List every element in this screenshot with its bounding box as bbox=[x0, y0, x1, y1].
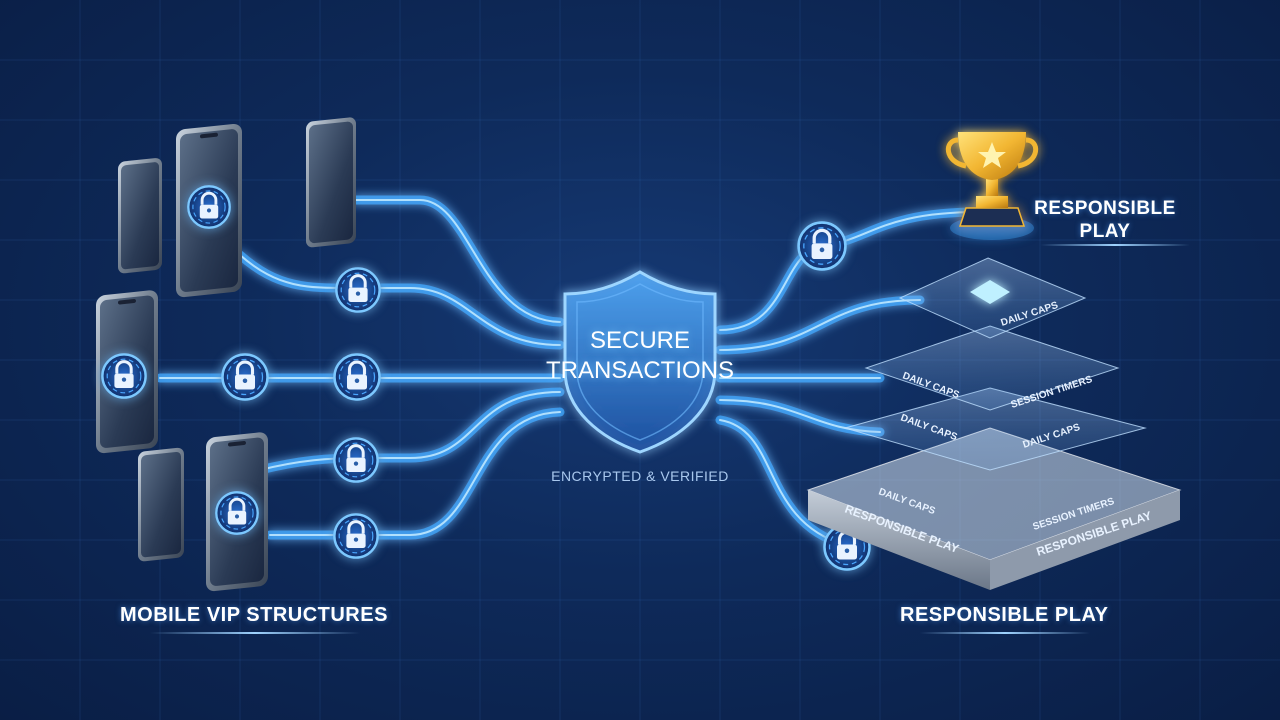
left-section-label: MOBILE VIP STRUCTURES bbox=[120, 604, 388, 626]
padlock-icon bbox=[334, 266, 382, 314]
padlock-icon bbox=[332, 436, 380, 484]
padlock-icon bbox=[220, 352, 270, 402]
trophy-label-line: RESPONSIBLE bbox=[1034, 198, 1176, 219]
shield-title-line: TRANSACTIONS bbox=[545, 357, 734, 384]
base-platform bbox=[806, 427, 1182, 590]
padlock-icon bbox=[100, 352, 148, 400]
layer-tier-2 bbox=[864, 325, 1120, 411]
padlock-icon bbox=[214, 490, 260, 536]
padlock-icon bbox=[332, 352, 382, 402]
smartphone-icon bbox=[118, 158, 162, 274]
shield-icon bbox=[563, 270, 717, 454]
padlock-icon bbox=[186, 184, 232, 230]
left-label-underline bbox=[150, 632, 360, 634]
right-section-label: RESPONSIBLE PLAY bbox=[900, 604, 1109, 626]
trophy-label-line: PLAY bbox=[1079, 221, 1131, 242]
padlock-icon bbox=[796, 220, 848, 272]
layer-tier-3 bbox=[843, 387, 1147, 471]
smartphone-icon bbox=[306, 117, 356, 248]
layer-stack: DAILY CAPS DAILY CAPS SESSION TIMERS DAI… bbox=[806, 257, 1182, 590]
trophy-label: RESPONSIBLE PLAY bbox=[1030, 197, 1180, 243]
right-label-underline bbox=[920, 632, 1090, 634]
shield-subtitle: ENCRYPTED & VERIFIED bbox=[551, 468, 729, 484]
padlock-icon bbox=[332, 512, 380, 560]
shield-title: SECURE TRANSACTIONS bbox=[530, 326, 750, 386]
trophy-label-underline bbox=[1040, 244, 1190, 246]
layer-tier-1 bbox=[898, 257, 1087, 339]
shield-title-line: SECURE bbox=[589, 327, 691, 354]
smartphone-icon bbox=[138, 447, 184, 562]
trophy-icon bbox=[946, 132, 1038, 240]
